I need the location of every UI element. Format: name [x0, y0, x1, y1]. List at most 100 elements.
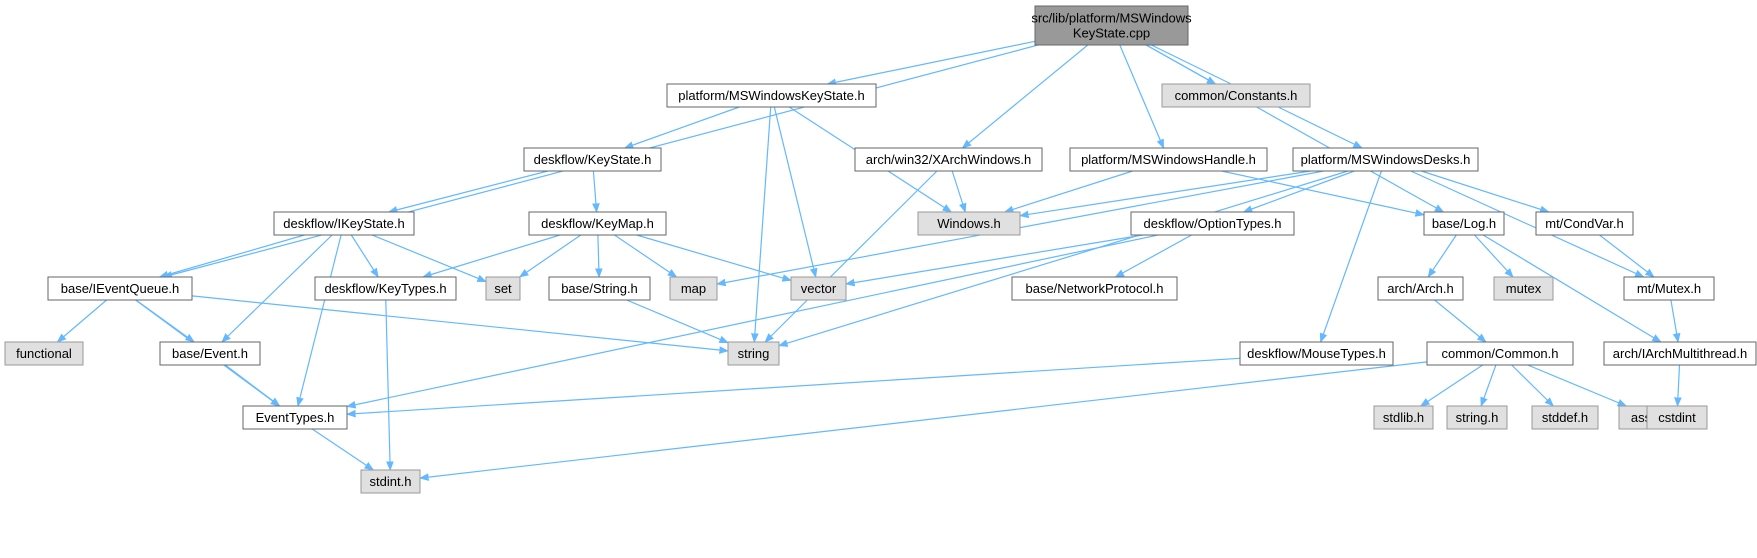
node-label-string: string: [738, 346, 770, 361]
node-string: string: [727, 341, 780, 366]
node-arch_h[interactable]: arch/Arch.h: [1377, 276, 1464, 301]
node-log_h[interactable]: base/Log.h: [1423, 211, 1505, 236]
node-iarchmt_h[interactable]: arch/IArchMultithread.h: [1603, 341, 1757, 366]
node-label-common_h: common/Common.h: [1441, 346, 1558, 361]
edge-ikeystate_h-to-eventtypes_h: [296, 234, 342, 407]
node-label-keystate_h: deskflow/KeyState.h: [534, 152, 652, 167]
node-stdint_h: stdint.h: [360, 469, 421, 494]
node-mousetypes_h[interactable]: deskflow/MouseTypes.h: [1239, 341, 1394, 366]
node-xarch_h[interactable]: arch/win32/XArchWindows.h: [854, 147, 1043, 172]
node-label-stddef_h: stddef.h: [1542, 410, 1588, 425]
node-root[interactable]: src/lib/platform/MSWindowsKeyState.cpp: [1031, 5, 1192, 46]
node-label-event_h: base/Event.h: [172, 346, 248, 361]
edge-keymap_h-to-vector: [636, 234, 792, 282]
node-box-stdlib_h: [1373, 405, 1434, 430]
edge-ms_desks_h-to-string: [778, 170, 1349, 347]
node-ms_keystate_h[interactable]: platform/MSWindowsKeyState.h: [666, 83, 877, 108]
node-label-vector: vector: [801, 281, 837, 296]
node-box-optiontypes_h: [1130, 211, 1295, 236]
edge-root-to-log_h: [1145, 44, 1445, 213]
node-label-ms_keystate_h: platform/MSWindowsKeyState.h: [678, 88, 864, 103]
edge-ms_keystate_h-to-keystate_h: [623, 106, 740, 149]
node-label-ikeystate_h: deskflow/IKeyState.h: [283, 216, 404, 231]
node-label-string_c_h: string.h: [1456, 410, 1499, 425]
edge-log_h-to-mutex_sys: [1474, 234, 1514, 278]
node-label-optiontypes_h: deskflow/OptionTypes.h: [1143, 216, 1281, 231]
node-common_h[interactable]: common/Common.h: [1426, 341, 1574, 366]
node-label-windows_h: Windows.h: [937, 216, 1001, 231]
node-box-ms_desks_h: [1292, 147, 1479, 172]
node-box-string_c_h: [1446, 405, 1508, 430]
node-label-eventtypes_h: EventTypes.h: [256, 410, 335, 425]
node-label-keymap_h: deskflow/KeyMap.h: [541, 216, 654, 231]
node-eventtypes_h[interactable]: EventTypes.h: [242, 405, 348, 430]
edge-ms_desks_h-to-condvar_h: [1421, 170, 1550, 214]
node-condvar_h[interactable]: mt/CondVar.h: [1535, 211, 1634, 236]
node-string_c_h: string.h: [1446, 405, 1508, 430]
edge-common_h-to-string_c_h: [1480, 364, 1497, 407]
node-event_h[interactable]: base/Event.h: [159, 341, 261, 366]
node-label-log_h: base/Log.h: [1432, 216, 1496, 231]
edge-xarch_h-to-windows_h: [951, 170, 967, 213]
node-box-vector: [790, 276, 847, 301]
node-label-set: set: [494, 281, 512, 296]
node-set: set: [485, 276, 521, 301]
node-label-stdint_h: stdint.h: [370, 474, 412, 489]
node-optiontypes_h[interactable]: deskflow/OptionTypes.h: [1130, 211, 1295, 236]
node-stddef_h: stddef.h: [1531, 405, 1599, 430]
node-box-xarch_h: [854, 147, 1043, 172]
edge-ikeystate_h-to-event_h: [221, 234, 333, 343]
node-box-constants_h: [1161, 83, 1311, 108]
node-ieventqueue_h[interactable]: base/IEventQueue.h: [47, 276, 193, 301]
edge-eventtypes_h-to-stdint_h: [311, 428, 375, 471]
edge-optiontypes_h-to-networkprotocol_h: [1114, 234, 1192, 278]
node-label-keytypes_h: deskflow/KeyTypes.h: [324, 281, 446, 296]
node-label-ms_handle_h: platform/MSWindowsHandle.h: [1081, 152, 1256, 167]
node-ms_desks_h[interactable]: platform/MSWindowsDesks.h: [1292, 147, 1479, 172]
edge-ms_handle_h-to-log_h: [1221, 170, 1425, 217]
node-label-root: src/lib/platform/MSWindows: [1031, 11, 1192, 26]
edge-root-to-ms_handle_h: [1119, 44, 1165, 149]
edge-common_h-to-assert_h: [1527, 364, 1628, 407]
node-networkprotocol_h[interactable]: base/NetworkProtocol.h: [1011, 276, 1178, 301]
node-constants_h: common/Constants.h: [1161, 83, 1311, 108]
node-map: map: [669, 276, 718, 301]
node-label-mousetypes_h: deskflow/MouseTypes.h: [1247, 346, 1386, 361]
node-ikeystate_h[interactable]: deskflow/IKeyState.h: [273, 211, 415, 236]
edge-keystate_h-to-ikeystate_h: [387, 170, 548, 214]
edge-log_h-to-arch_h: [1427, 234, 1457, 278]
node-label-map: map: [681, 281, 706, 296]
node-label-string_h_base: base/String.h: [561, 281, 638, 296]
node-label-xarch_h: arch/win32/XArchWindows.h: [866, 152, 1031, 167]
edge-keymap_h-to-keytypes_h: [422, 234, 561, 279]
node-box-keytypes_h: [314, 276, 457, 301]
node-box-networkprotocol_h: [1011, 276, 1178, 301]
node-box-stdint_h: [360, 469, 421, 494]
edge-common_h-to-stdlib_h: [1419, 364, 1484, 407]
node-box-cstdint: [1646, 405, 1708, 430]
node-box-eventtypes_h: [242, 405, 348, 430]
node-label-iarchmt_h: arch/IArchMultithread.h: [1613, 346, 1747, 361]
node-ms_handle_h[interactable]: platform/MSWindowsHandle.h: [1069, 147, 1268, 172]
node-mutex_h[interactable]: mt/Mutex.h: [1623, 276, 1715, 301]
node-label-mutex_sys: mutex: [1506, 281, 1542, 296]
node-keymap_h[interactable]: deskflow/KeyMap.h: [528, 211, 667, 236]
edge-keystate_h-to-keymap_h: [592, 170, 600, 213]
node-string_h_base[interactable]: base/String.h: [548, 276, 651, 301]
node-keystate_h[interactable]: deskflow/KeyState.h: [523, 147, 662, 172]
edge-xarch_h-to-string: [764, 170, 938, 343]
edge-ikeystate_h-to-keytypes_h: [350, 234, 379, 278]
edge-mutex_h-to-iarchmt_h: [1670, 299, 1681, 343]
node-windows_h: Windows.h: [917, 211, 1021, 236]
node-box-map: [669, 276, 718, 301]
edge-ikeystate_h-to-ieventqueue_h: [158, 234, 305, 279]
node-stdlib_h: stdlib.h: [1373, 405, 1434, 430]
edge-condvar_h-to-mutex_h: [1599, 234, 1655, 278]
edge-ms_handle_h-to-windows_h: [1003, 170, 1133, 214]
edge-log_h-to-iarchmt_h: [1482, 234, 1662, 343]
node-label-mutex_h: mt/Mutex.h: [1637, 281, 1701, 296]
node-keytypes_h[interactable]: deskflow/KeyTypes.h: [314, 276, 457, 301]
node-functional: functional: [4, 341, 84, 366]
edge-arch_h-to-common_h: [1434, 299, 1487, 343]
edge-common_h-to-stddef_h: [1511, 364, 1554, 407]
